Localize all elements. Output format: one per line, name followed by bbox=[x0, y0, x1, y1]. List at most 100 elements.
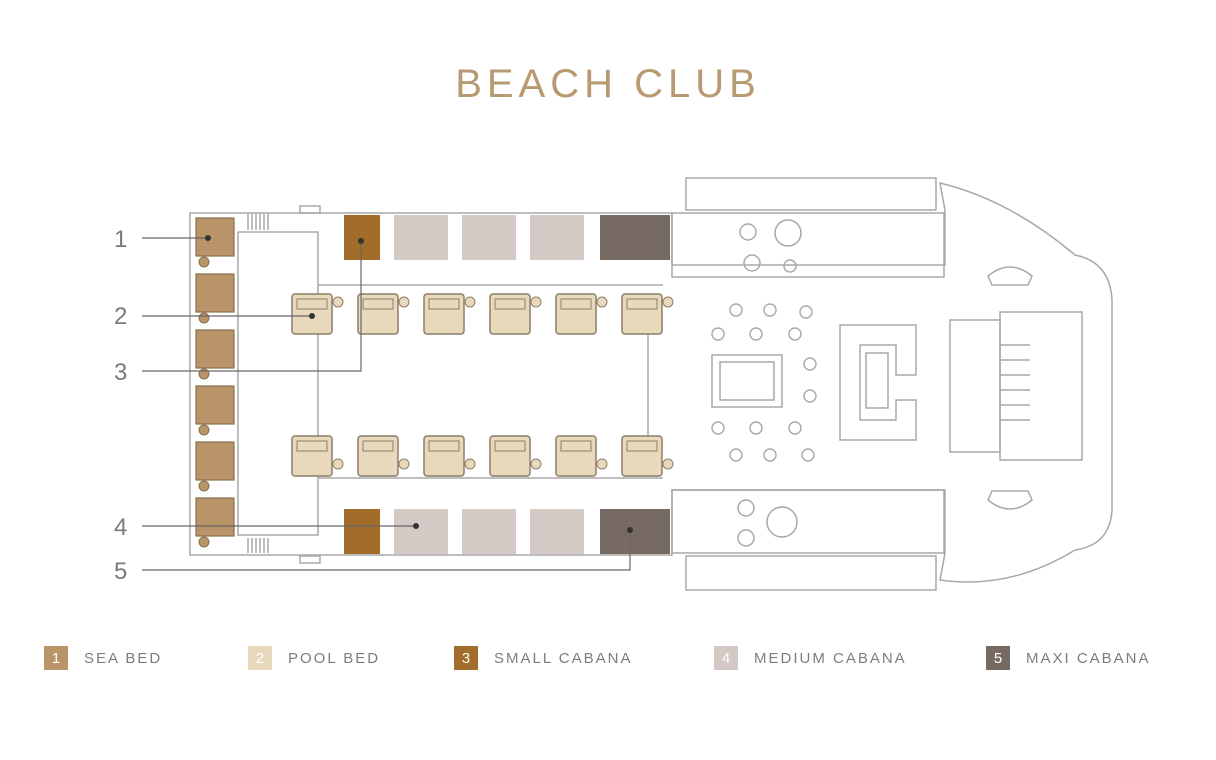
pool-bed-side-table bbox=[596, 296, 608, 308]
legend-swatch-maxi-cabana: 5 bbox=[986, 646, 1010, 670]
pool-bed bbox=[621, 435, 663, 477]
sea-bed bbox=[195, 441, 235, 481]
marker-1: 1 bbox=[114, 226, 127, 253]
pool-bed bbox=[489, 435, 531, 477]
round-table bbox=[774, 219, 802, 247]
stair-top bbox=[247, 214, 269, 230]
bow-seat-bottom bbox=[987, 490, 1033, 510]
pool-bed bbox=[357, 293, 399, 335]
pool-bed-side-table bbox=[530, 296, 542, 308]
callout-dot-1 bbox=[205, 235, 211, 241]
stage-steps bbox=[1000, 344, 1030, 421]
pool-bed-pillow bbox=[362, 440, 394, 452]
pool-bed-side-table bbox=[464, 296, 476, 308]
cocktail-table bbox=[763, 448, 777, 462]
cocktail-table bbox=[711, 327, 725, 341]
callout-line-3 bbox=[142, 241, 362, 372]
pool-bed-side-table bbox=[332, 296, 344, 308]
round-table bbox=[743, 254, 761, 272]
cocktail-table bbox=[788, 327, 802, 341]
legend-small-cabana: 3 SMALL CABANA bbox=[454, 646, 633, 670]
pool-bed bbox=[357, 435, 399, 477]
medium-cabana bbox=[394, 509, 448, 554]
pool-bed-pillow bbox=[296, 298, 328, 310]
pool-bed-pillow bbox=[626, 440, 658, 452]
medium-cabana bbox=[530, 509, 584, 554]
pool-bed-pillow bbox=[296, 440, 328, 452]
pool-bed-side-table bbox=[398, 458, 410, 470]
plunge-pool bbox=[711, 354, 783, 408]
pool-bed bbox=[621, 293, 663, 335]
legend-label-small-cabana: SMALL CABANA bbox=[494, 649, 633, 667]
stage bbox=[999, 311, 1083, 461]
legend-label-sea-bed: SEA BED bbox=[84, 649, 163, 667]
cocktail-table bbox=[749, 421, 763, 435]
pool-bed-side-table bbox=[398, 296, 410, 308]
round-table bbox=[737, 499, 755, 517]
maxi-cabana bbox=[600, 215, 670, 260]
legend-label-medium-cabana: MEDIUM CABANA bbox=[754, 649, 907, 667]
lower-bar bbox=[671, 489, 945, 554]
marker-5: 5 bbox=[114, 558, 127, 585]
marker-2: 2 bbox=[114, 303, 127, 330]
pool-bed bbox=[423, 293, 465, 335]
pool-bed-side-table bbox=[662, 458, 674, 470]
sea-bed-side-table bbox=[198, 256, 210, 268]
pool-bed bbox=[423, 435, 465, 477]
legend-pool-bed: 2 POOL BED bbox=[248, 646, 380, 670]
cocktail-table bbox=[803, 357, 817, 371]
small-cabana bbox=[344, 215, 380, 260]
medium-cabana bbox=[530, 215, 584, 260]
cocktail-table bbox=[729, 303, 743, 317]
plan-title: BEACH CLUB bbox=[455, 62, 761, 106]
deck-outline bbox=[189, 181, 1113, 583]
pool-bed-side-table bbox=[464, 458, 476, 470]
marker-3: 3 bbox=[114, 359, 127, 386]
sea-bed bbox=[195, 385, 235, 425]
pool-bed-pillow bbox=[428, 440, 460, 452]
pool-bed-side-table bbox=[662, 296, 674, 308]
cocktail-table bbox=[763, 303, 777, 317]
pool-bed bbox=[555, 435, 597, 477]
sea-bed bbox=[195, 329, 235, 369]
medium-cabana bbox=[394, 215, 448, 260]
legend-medium-cabana: 4 MEDIUM CABANA bbox=[714, 646, 907, 670]
cocktail-table bbox=[801, 448, 815, 462]
maxi-cabana bbox=[600, 509, 670, 554]
legend-swatch-small-cabana: 3 bbox=[454, 646, 478, 670]
pool-bed bbox=[489, 293, 531, 335]
small-cabana bbox=[344, 509, 380, 554]
hatch-top bbox=[299, 205, 321, 214]
dj-booth bbox=[949, 319, 1001, 453]
cocktail-table bbox=[803, 389, 817, 403]
legend-maxi-cabana: 5 MAXI CABANA bbox=[986, 646, 1151, 670]
plunge-pool-inner bbox=[719, 361, 775, 401]
upper-lounge-strip bbox=[685, 177, 937, 211]
legend-swatch-medium-cabana: 4 bbox=[714, 646, 738, 670]
center-bar bbox=[839, 324, 917, 441]
callout-dot-3 bbox=[358, 238, 364, 244]
lower-lounge-strip bbox=[685, 555, 937, 591]
sea-bed bbox=[195, 497, 235, 537]
sea-bed-side-table bbox=[198, 536, 210, 548]
pool-bed-pillow bbox=[494, 440, 526, 452]
pool-bed-side-table bbox=[596, 458, 608, 470]
pool-bed-pillow bbox=[626, 298, 658, 310]
cocktail-table bbox=[749, 327, 763, 341]
legend-label-maxi-cabana: MAXI CABANA bbox=[1026, 649, 1151, 667]
round-table bbox=[766, 506, 798, 538]
callout-dot-4 bbox=[413, 523, 419, 529]
legend-swatch-sea-bed: 1 bbox=[44, 646, 68, 670]
medium-cabana bbox=[462, 215, 516, 260]
sea-bed-side-table bbox=[198, 424, 210, 436]
round-table bbox=[783, 259, 797, 273]
pool-bed-pillow bbox=[560, 440, 592, 452]
cocktail-table bbox=[799, 305, 813, 319]
legend-sea-bed: 1 SEA BED bbox=[44, 646, 162, 670]
walkway-rail bbox=[237, 231, 663, 536]
upper-bar bbox=[671, 212, 945, 278]
round-table bbox=[737, 529, 755, 547]
pool-bed-side-table bbox=[332, 458, 344, 470]
cocktail-table bbox=[788, 421, 802, 435]
medium-cabana bbox=[462, 509, 516, 554]
